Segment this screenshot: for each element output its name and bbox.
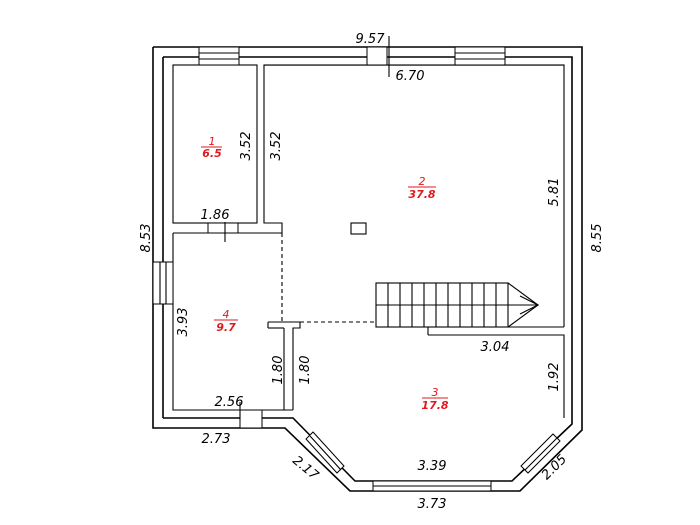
window-bay-left bbox=[305, 431, 345, 474]
dim-left-total: 8.53 bbox=[139, 224, 154, 253]
window-left bbox=[152, 261, 174, 305]
dim-top-inner: 6.70 bbox=[396, 69, 425, 84]
column-marker bbox=[350, 222, 367, 235]
dim-right-total: 8.55 bbox=[590, 224, 605, 253]
staircase bbox=[375, 282, 540, 328]
door-room4 bbox=[207, 222, 239, 234]
dim-room1-height: 3.52 bbox=[239, 132, 254, 161]
room-label-1: 1 6.5 bbox=[201, 135, 222, 160]
dim-bottom-left: 2.73 bbox=[202, 432, 231, 447]
dim-room1-width: 1.86 bbox=[201, 208, 230, 223]
dim-room2-left-height: 3.52 bbox=[269, 132, 284, 161]
dim-room4-width: 2.56 bbox=[215, 395, 244, 410]
dim-bay-outer: 3.73 bbox=[418, 497, 447, 512]
dim-stair-width: 3.04 bbox=[481, 340, 510, 355]
window-top-left bbox=[198, 46, 240, 66]
window-bay-right bbox=[520, 433, 561, 474]
svg-text:6.5: 6.5 bbox=[202, 147, 222, 160]
room-label-2: 2 37.8 bbox=[408, 175, 436, 201]
window-bay-bottom bbox=[372, 480, 492, 492]
svg-text:2: 2 bbox=[419, 175, 426, 188]
dim-bay-inner: 3.39 bbox=[418, 459, 447, 474]
open-boundaries bbox=[281, 233, 376, 323]
dim-room4-height: 3.93 bbox=[176, 308, 191, 337]
dim-hall-right-height: 1.80 bbox=[298, 356, 313, 385]
dim-top-total: 9.57 bbox=[356, 32, 386, 47]
svg-text:1: 1 bbox=[209, 135, 216, 148]
interior-walls bbox=[172, 64, 565, 418]
window-top-right bbox=[454, 46, 506, 66]
room-label-4: 4 9.7 bbox=[214, 308, 238, 334]
dim-hall-left-height: 1.80 bbox=[271, 356, 286, 385]
svg-text:37.8: 37.8 bbox=[408, 188, 435, 201]
dim-room2-right-height: 5.81 bbox=[547, 178, 562, 207]
windows bbox=[152, 46, 561, 492]
dimension-labels: 9.57 6.70 8.53 8.55 3.52 3.52 5.81 1.86 … bbox=[139, 32, 605, 512]
outer-walls bbox=[152, 46, 583, 492]
room-label-3: 3 17.8 bbox=[421, 386, 448, 412]
svg-text:4: 4 bbox=[223, 308, 230, 321]
svg-text:3: 3 bbox=[432, 386, 439, 399]
dim-room3-right-height: 1.92 bbox=[547, 363, 562, 392]
svg-text:9.7: 9.7 bbox=[216, 321, 236, 334]
svg-text:17.8: 17.8 bbox=[421, 399, 448, 412]
window-top-middle bbox=[366, 46, 388, 66]
door-room4-bottom bbox=[239, 409, 263, 429]
